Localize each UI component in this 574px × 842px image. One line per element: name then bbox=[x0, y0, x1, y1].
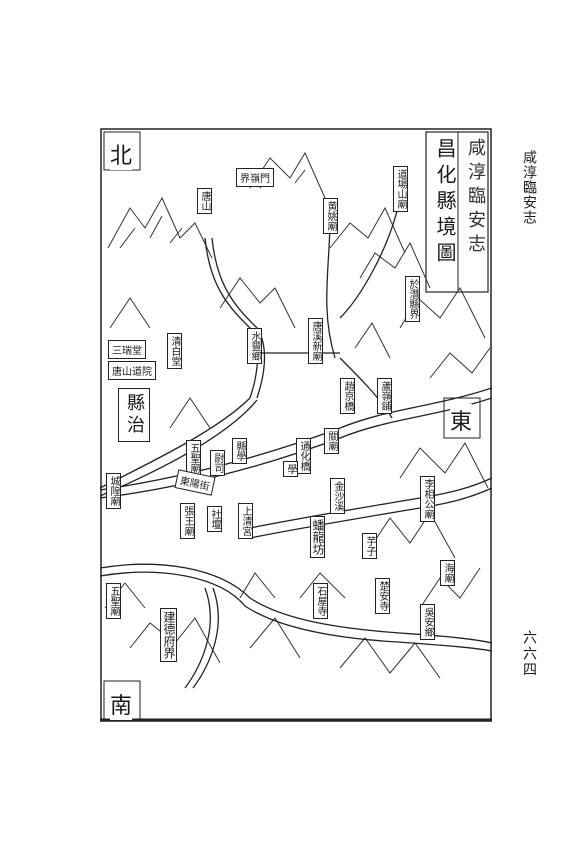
label-li-miao: 李相公廟 bbox=[420, 476, 435, 522]
label-weisi: 尉司 bbox=[210, 450, 225, 476]
label-luling-pu: 蘆嶺鋪 bbox=[377, 378, 392, 414]
label-zhaojing-qiao: 趙京橋 bbox=[340, 378, 355, 414]
county-map: 昌化縣境圖 咸淳臨安志 北 東 南 縣治 清白堂 三瑞堂 唐山道院 唐山 水豐鄉… bbox=[100, 128, 492, 722]
label-qingbai-tang: 清白堂 bbox=[167, 333, 182, 369]
label-longan-si: 楚安寺 bbox=[375, 578, 390, 614]
label-tonghua-qiao: 通化橋 bbox=[296, 438, 311, 474]
label-tangxi-xin-miao: 唐溪新廟 bbox=[308, 318, 323, 364]
label-shangqing-gong: 上清宮 bbox=[238, 503, 253, 539]
label-tangshan-daoyuan: 唐山道院 bbox=[108, 361, 156, 380]
south-marker: 南 bbox=[110, 688, 133, 720]
page-number: 六六四 bbox=[521, 630, 537, 678]
label-wusheng-miao-2: 五聖廟 bbox=[106, 583, 121, 619]
label-shiwu-si: 石屋寺 bbox=[313, 583, 328, 619]
label-tangshan: 唐山 bbox=[197, 188, 212, 214]
north-marker: 北 bbox=[110, 138, 133, 170]
book-title: 咸淳臨安志 bbox=[521, 150, 537, 225]
label-zhangwang-miao: 張王廟 bbox=[180, 503, 195, 539]
label-guan-miao: 關廟 bbox=[324, 428, 339, 454]
label-chenghuang-miao: 城隍廟 bbox=[106, 473, 121, 509]
label-jinsha-xi: 金沙溪 bbox=[330, 478, 345, 514]
label-zisheng: 芋子 bbox=[362, 533, 377, 559]
label-panlong-fang: 蟠龍坊 bbox=[310, 516, 325, 558]
label-she-tan: 社壇 bbox=[207, 506, 222, 532]
label-daochang-shan: 道場山廟 bbox=[393, 166, 408, 212]
label-wuan-xiang: 吳安鄉 bbox=[420, 604, 435, 640]
label-yuqian-xianjie: 於潛縣界 bbox=[405, 276, 420, 322]
label-ruitang: 三瑞堂 bbox=[108, 340, 146, 359]
county-seat-label: 縣治 bbox=[118, 388, 150, 442]
label-jieling: 界嶺門 bbox=[236, 168, 274, 187]
map-header-fragment: 咸淳臨安志 bbox=[465, 138, 486, 258]
label-xue: 學 bbox=[283, 461, 298, 477]
map-title: 昌化縣境圖 bbox=[433, 138, 457, 268]
label-huangwei-miao: 黄姚廟 bbox=[323, 198, 338, 234]
label-hai-miao: 海廟 bbox=[440, 560, 455, 586]
label-shuifeng-xiang: 水豐鄉 bbox=[247, 328, 262, 364]
label-jiande-fujie: 建德府界 bbox=[160, 608, 177, 662]
label-xianxue: 縣學 bbox=[232, 438, 247, 464]
east-marker: 東 bbox=[450, 404, 473, 436]
